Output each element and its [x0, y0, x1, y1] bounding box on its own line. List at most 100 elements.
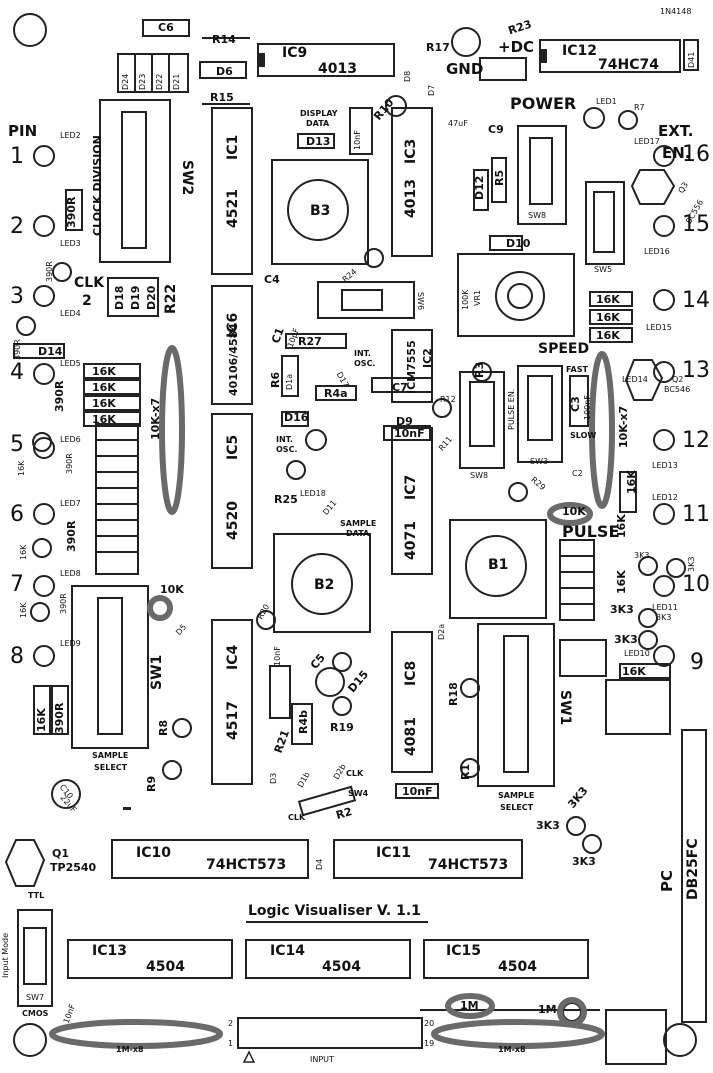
c4-label: C4 — [264, 273, 280, 286]
led-label: LED15 — [646, 323, 672, 332]
db25-outline — [681, 729, 707, 1023]
r16k-r7: 16K — [622, 665, 646, 678]
sw8-upper-label: SW8 — [528, 211, 547, 220]
pot-b2-outline — [273, 533, 371, 633]
r4b-label: R4b — [297, 710, 310, 734]
ic14-outline — [245, 939, 411, 979]
led-label: LED11 — [652, 603, 678, 612]
ic6-part: 40106/4584 — [227, 323, 240, 396]
r16k-r1: 16K — [596, 293, 620, 306]
clock-division-label: CLOCK DIVISION — [91, 135, 104, 236]
pin-heading: PIN — [8, 122, 38, 140]
pin-number-16: 16 — [682, 142, 710, 167]
led-label: LED6 — [60, 435, 81, 444]
ic7-part: 4071 — [403, 521, 419, 560]
r9-label: R9 — [145, 775, 158, 792]
d3-label: D3 — [269, 772, 278, 784]
ext-label: EXT. — [658, 122, 694, 140]
vr1-value: 100K — [461, 289, 470, 310]
ic2-label: IC2 — [421, 348, 434, 368]
r3k3-2: 3K3 — [687, 556, 696, 572]
r16k-b: 16K — [35, 708, 48, 732]
led-label: LED18 — [300, 489, 326, 498]
sw6-label: SW6 — [416, 292, 425, 311]
r17-label: R17 — [426, 41, 450, 54]
pin-number-15: 15 — [682, 212, 710, 237]
r3k3-4: 3K3 — [656, 613, 672, 622]
d13-label: D13 — [306, 135, 331, 148]
c10nf-bottom: 10nF — [402, 785, 433, 798]
d16-label: D16 — [284, 411, 309, 424]
r16k-r6: 16K — [615, 570, 628, 594]
r10k-x7-left: 10K-x7 — [149, 397, 162, 440]
ttl-label: TTL — [28, 891, 45, 900]
led-label: LED4 — [60, 309, 81, 318]
led-label: LED3 — [60, 239, 81, 248]
r1m-left: 1M — [460, 999, 479, 1012]
ic4-label: IC4 — [225, 644, 241, 670]
r390-5: 390R — [65, 453, 74, 474]
int-osc-label-b2: OSC. — [276, 445, 298, 454]
r390-b: 390R — [53, 702, 66, 734]
highlight-1m-x8-right — [431, 1019, 605, 1049]
d14-label: D14 — [38, 345, 63, 358]
pot-b3-outline — [271, 159, 369, 265]
d41-label: D41 — [687, 51, 696, 68]
c3-value: 100nF — [583, 395, 592, 420]
q1-label: Q1 — [52, 847, 70, 860]
c10nf-lower: 10nF — [273, 646, 282, 666]
highlight-10k-x7-right — [589, 351, 615, 509]
ic15-part: 4504 — [498, 959, 537, 975]
ic8-outline — [391, 631, 433, 773]
display-data-label-2: DATA — [306, 119, 330, 128]
led-label: LED12 — [652, 493, 678, 502]
clk-label: CLK — [74, 275, 105, 291]
pin-number-1: 1 — [10, 144, 24, 169]
ic8-part: 4081 — [403, 717, 419, 756]
r10k-right: 10K — [562, 505, 586, 518]
highlight-1m-x8-left — [49, 1019, 223, 1049]
c9-label: C9 — [488, 123, 504, 136]
r1m-right: 1M — [538, 1003, 557, 1016]
pin-number-3: 3 — [10, 284, 24, 309]
power-label: POWER — [510, 94, 577, 113]
ic13-part: 4504 — [146, 959, 185, 975]
q1-part: TP2540 — [50, 861, 97, 874]
mount-hole-tl — [13, 13, 47, 47]
c10nf-label: 10nF — [353, 130, 362, 150]
r16k-4: 16K — [92, 413, 116, 426]
c2-label: C2 — [572, 469, 583, 478]
pin-number-6: 6 — [10, 502, 24, 527]
sw7-label: SW7 — [26, 993, 45, 1002]
d10-label: D10 — [506, 237, 531, 250]
pot-b1-label: B1 — [488, 557, 509, 573]
int-osc-label-2: OSC. — [354, 359, 376, 368]
d4-label: D4 — [315, 858, 324, 870]
sw1-left-outline — [71, 585, 149, 749]
ic14-label: IC14 — [270, 943, 305, 959]
sample-data-label: SAMPLE — [340, 519, 377, 528]
ic10-label: IC10 — [136, 845, 171, 861]
r6-label: R6 — [269, 371, 282, 388]
d1a-label: D1a — [285, 373, 294, 390]
ic13-label: IC13 — [92, 943, 127, 959]
ic4-outline — [211, 619, 253, 785]
pin-number-11: 11 — [682, 502, 710, 527]
led-label: LED1 — [596, 97, 617, 106]
r16k-1: 16K — [92, 365, 116, 378]
sw8-lower-label: SW8 — [470, 471, 489, 480]
dc-label: +DC — [498, 38, 535, 56]
ic2-outline — [391, 329, 433, 403]
ic12-part: 74HC74 — [598, 57, 659, 73]
r14-label: R14 — [212, 33, 236, 46]
r27-label: R27 — [298, 335, 322, 348]
pin-number-7: 7 — [10, 572, 24, 597]
c3-label: C3 — [569, 396, 582, 412]
conn-pin1: 1 — [228, 1039, 234, 1048]
d22-label: D22 — [155, 73, 164, 90]
d12-label: D12 — [473, 175, 486, 200]
r16k-r2: 16K — [596, 311, 620, 324]
r16k-7: 16K — [19, 602, 28, 618]
ic10-outline — [111, 839, 309, 879]
